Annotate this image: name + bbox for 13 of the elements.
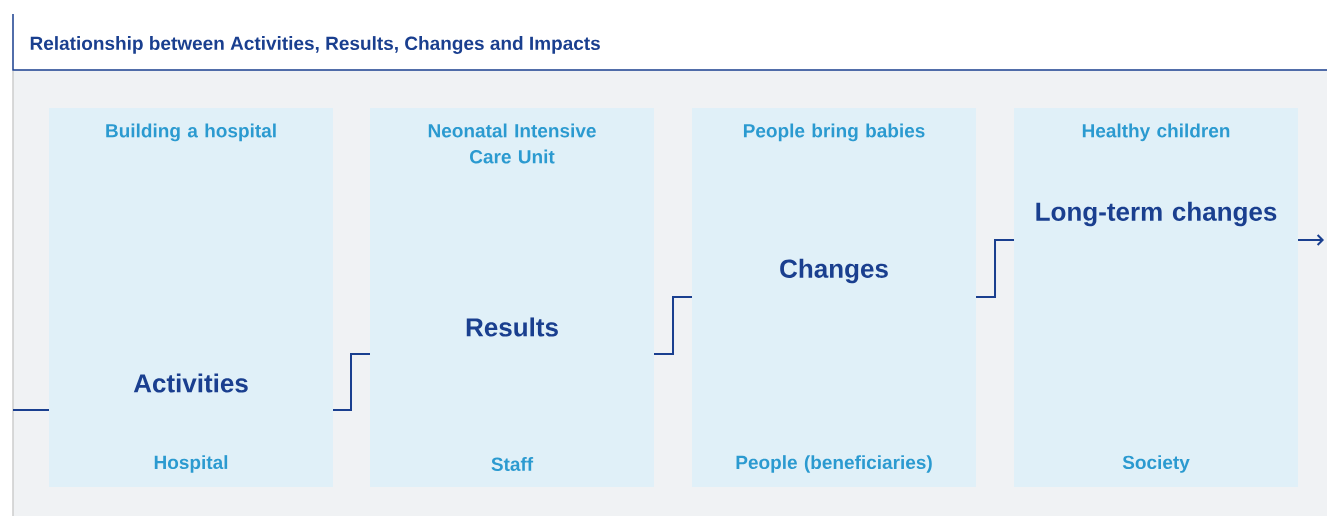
stage-label: Long-term changes: [1036, 201, 1277, 227]
column-heading: Healthy children: [1082, 123, 1230, 142]
column-heading: People bring babies: [743, 123, 925, 142]
column-footer: Society: [1122, 455, 1190, 473]
title: Relationship between Activities, Results, Changes and Impacts: [30, 36, 600, 54]
column-heading: Building a hospital: [106, 123, 276, 142]
stage-label: Results: [466, 317, 558, 337]
column-footer: Hospital: [154, 455, 228, 473]
stage-label: Changes: [780, 258, 888, 284]
column-heading: Neonatal Intensive Care Unit: [428, 123, 596, 164]
stage-label: Activities: [133, 373, 248, 393]
column-footer: Staff: [491, 457, 534, 471]
column-footer: People (beneficiaries): [736, 455, 932, 473]
